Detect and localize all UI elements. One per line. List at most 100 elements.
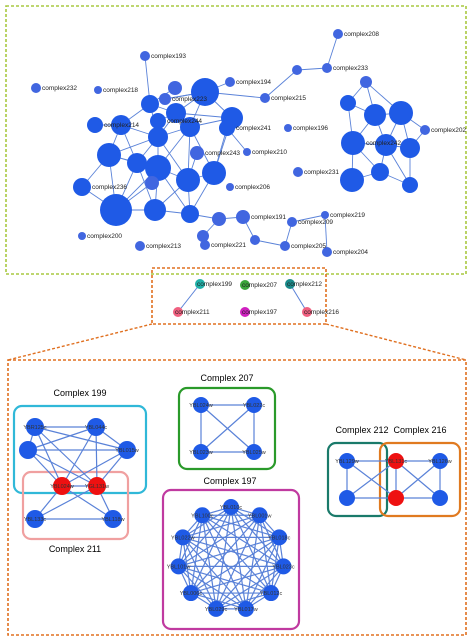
network-node [135, 241, 145, 251]
node-label: complex193 [151, 53, 186, 60]
node-label: complex232 [42, 85, 77, 92]
detail-edge [346, 460, 397, 499]
complex-199-box [12, 404, 148, 495]
detail-node-label: YBL025w [242, 450, 266, 456]
detail-edge [34, 426, 98, 487]
network-node [78, 232, 86, 240]
complex-216-title: Complex 216 [393, 425, 446, 435]
network-node [287, 217, 297, 227]
network-node [144, 199, 166, 221]
small-node [240, 307, 250, 317]
detail-node [193, 397, 209, 413]
node-label: complex210 [252, 149, 287, 156]
network-node [94, 86, 102, 94]
detail-node-label: YBL129w [335, 459, 359, 465]
node-label: complex209 [298, 219, 333, 226]
small-edge [289, 283, 308, 313]
network-node [200, 240, 210, 250]
detail-edge [61, 449, 128, 487]
node-label: complex194 [236, 79, 271, 86]
network-node [360, 76, 372, 88]
detail-node-label: YBL131c [385, 459, 408, 465]
detail-node [104, 510, 122, 528]
detail-edge [201, 515, 217, 609]
small-node [240, 280, 250, 290]
network-node [420, 125, 430, 135]
detail-edge [190, 515, 203, 594]
network-edge [324, 214, 328, 253]
detail-edge [200, 404, 255, 453]
node-label: complex205 [291, 243, 326, 250]
detail-edge [27, 426, 97, 451]
detail-node-label: YBL022w [171, 535, 195, 541]
detail-edge [34, 485, 98, 520]
detail-node-label: YBL006c [180, 591, 203, 597]
detail-node [88, 477, 106, 495]
node-label: complex221 [211, 242, 246, 249]
small-node-label: complex211 [175, 309, 210, 316]
detail-edge [230, 506, 280, 538]
network-node [148, 127, 168, 147]
network-node [166, 103, 186, 123]
detail-edge [201, 515, 247, 610]
detail-node-label: YBL010c [220, 505, 243, 511]
detail-node-label: YBL126w [428, 459, 452, 465]
network-node [168, 81, 182, 95]
detail-edge [61, 426, 97, 487]
complex-197-box [161, 488, 301, 631]
node-label: complex236 [92, 184, 127, 191]
network-node [219, 120, 235, 136]
network-node [111, 115, 131, 135]
detail-node [182, 585, 199, 602]
network-node [180, 117, 200, 137]
small-node [285, 279, 295, 289]
complex-212-title: Complex 212 [335, 425, 388, 435]
detail-edge [95, 426, 98, 487]
network-node [226, 183, 234, 191]
network-node [400, 138, 420, 158]
network-node [150, 113, 166, 129]
detail-edge [215, 565, 284, 610]
detail-edge [182, 514, 260, 538]
small-node-label: complex197 [242, 309, 277, 316]
network-node [250, 235, 260, 245]
detail-edge [182, 506, 232, 538]
small-node [195, 279, 205, 289]
zoom-line-right [325, 323, 467, 361]
network-node [243, 148, 251, 156]
detail-edge [178, 506, 232, 567]
detail-edge [259, 515, 272, 594]
complex-216-box [378, 441, 462, 518]
small-node-label: complex207 [242, 282, 277, 289]
network-node [322, 63, 332, 73]
detail-node [432, 490, 448, 506]
small-node-label: complex216 [304, 309, 339, 316]
network-node [364, 104, 386, 126]
detail-node [339, 453, 355, 469]
detail-node [432, 453, 448, 469]
detail-node-label: YBL023c [272, 564, 295, 570]
detail-node-label: YGL131w [85, 484, 109, 490]
detail-node [208, 600, 225, 617]
big-network: complex214complex236complex193complex232… [31, 29, 466, 257]
complex-207-title: Complex 207 [200, 373, 253, 383]
detail-node-label: YBL024w [189, 403, 213, 409]
detail-node-label: YBR125c [23, 425, 46, 431]
detail-edge [182, 536, 284, 567]
network-node [333, 29, 343, 39]
node-label: complex233 [333, 65, 368, 72]
network-edge [296, 67, 328, 71]
network-frame [5, 5, 467, 275]
node-label: complex243 [205, 150, 240, 157]
network-node [340, 95, 356, 111]
detail-edge [245, 537, 280, 610]
detail-edge [395, 460, 441, 499]
network-node [402, 177, 418, 193]
small-node [173, 307, 183, 317]
detail-node-label: YBL022c [243, 403, 266, 409]
network-node [212, 212, 226, 226]
network-node [100, 194, 132, 226]
node-label: complex244 [167, 118, 202, 125]
